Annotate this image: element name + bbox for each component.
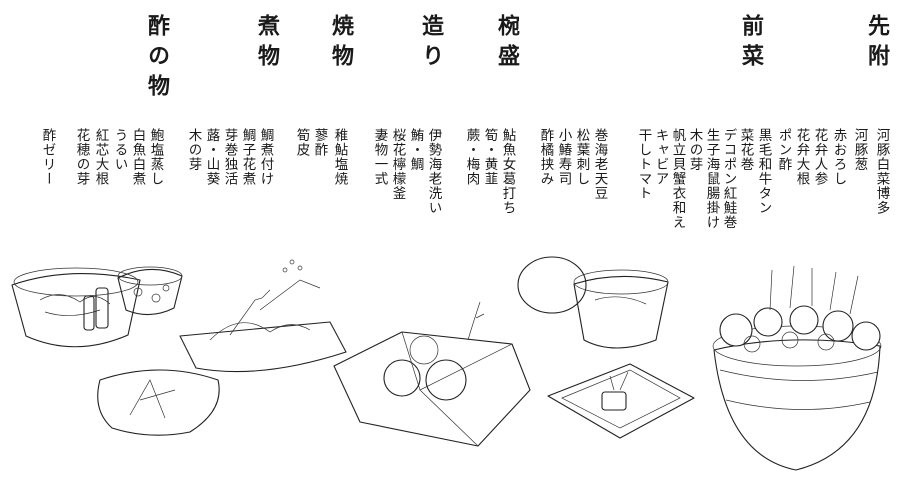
wanmori-lidded-bowl-illustration [517, 256, 669, 349]
course-item: 桜花檸檬釜 [389, 128, 406, 201]
course-item: 鮪・鯛 [407, 128, 424, 172]
nimono-boat-dish-illustration [179, 259, 347, 373]
course-item: 紅芯大根 [92, 128, 109, 186]
small-dish-illustration [97, 369, 220, 436]
course-heading-sakizuke: 先附 [864, 14, 890, 74]
course-item: 伊勢海老洗い [425, 128, 442, 215]
course-item: うるい [111, 128, 128, 172]
course-item: 芽巻独活 [221, 128, 238, 186]
course-item: 菜花巻 [737, 128, 754, 172]
course-heading-sunomono: 酢の物 [144, 14, 170, 104]
course-heading-tsukuri: 造り [418, 14, 444, 74]
square-dish-illustration [547, 363, 695, 439]
course-item: 酢橘挟み [537, 128, 554, 186]
kaiseki-menu: 先附 河豚白菜博多 河豚葱 赤おろし 花弁人参 花弁大根 ポン酢 前菜 黒毛和牛… [39, 14, 891, 230]
course-item: 花穂の芽 [73, 128, 90, 186]
course-item: 生子海鼠腸掛け [703, 128, 720, 230]
course-item: 蓼酢 [311, 128, 328, 157]
course-item: 干しトマト [635, 128, 652, 201]
course-item: 帆立貝蟹衣和え [669, 128, 686, 230]
course-item: 鯛子花煮 [239, 128, 256, 186]
course-item: 蕗・山葵 [203, 128, 220, 186]
dish-illustrations-svg [11, 256, 882, 471]
course-item: 鮎魚女葛打ち [499, 128, 516, 215]
course-item: 河豚葱 [851, 128, 868, 172]
course-item: 筍皮 [293, 128, 310, 157]
course-item: 稚鮎塩焼 [331, 128, 348, 186]
course-heading-yakimono: 焼物 [328, 14, 354, 74]
course-item: 木の芽 [686, 128, 703, 172]
course-item: 酢ゼリー [39, 128, 56, 186]
course-item: 妻物一式 [371, 128, 388, 186]
course-item: 小鰆寿司 [555, 128, 572, 186]
course-item: 松葉刺し [573, 128, 590, 186]
course-item: キャビア [652, 128, 669, 186]
course-item: 巻海老天豆 [591, 128, 608, 201]
course-item: 黒毛和牛タン [755, 128, 772, 215]
course-item: 鯛煮付け [257, 128, 274, 186]
course-item: 花弁人参 [811, 128, 828, 186]
patterned-bowl-illustration [117, 266, 183, 316]
dish-illustrations [0, 240, 900, 480]
course-item: ポン酢 [775, 128, 792, 172]
course-heading-nimono: 煮物 [254, 14, 280, 74]
course-item: デコポン紅鮭巻 [720, 128, 737, 230]
course-heading-wanmori: 椀盛 [494, 14, 520, 74]
tsukuri-plate-illustration [333, 301, 531, 447]
course-item: 木の芽 [185, 128, 202, 172]
course-item: 花弁大根 [793, 128, 810, 186]
course-item: 赤おろし [830, 128, 847, 186]
course-item: 白魚白煮 [129, 128, 146, 186]
course-item: 河豚白菜博多 [873, 128, 890, 215]
sakizuke-large-bowl-illustration [712, 265, 882, 471]
course-item: 筍・黄韮 [481, 128, 498, 186]
course-item: 鮑塩蒸し [147, 128, 164, 186]
sunomono-bowl-illustration [11, 267, 141, 348]
course-heading-zensai: 前菜 [738, 14, 764, 74]
course-item: 蕨・梅肉 [463, 128, 480, 186]
